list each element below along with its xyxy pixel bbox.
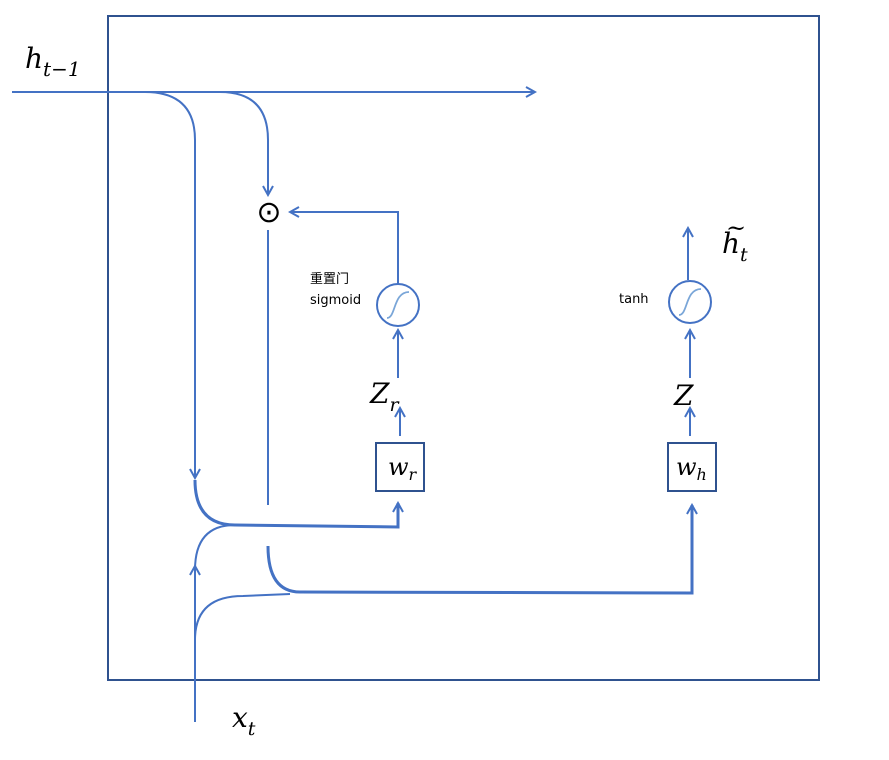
- hadamard-product-symbol: ⊙: [256, 195, 281, 230]
- reset-gate-to-hadamard-line: [290, 212, 399, 287]
- wh-label: wh: [676, 453, 707, 484]
- outer-frame: [107, 15, 820, 681]
- wh-box: [667, 442, 717, 492]
- wr-label: wr: [388, 453, 418, 484]
- x-label: xt: [232, 701, 256, 740]
- h-tilde-label: ht: [722, 227, 748, 266]
- h-prev-label: ht−1: [25, 42, 81, 81]
- tanh-node: [668, 280, 712, 324]
- x-to-wh-curve: [194, 593, 291, 641]
- concat-to-wr-line: [193, 479, 398, 529]
- tanh-curve-icon: [678, 288, 702, 316]
- reset-gate-label: 重置门: [310, 271, 349, 287]
- h-prev-to-hadamard-branch: [219, 91, 268, 195]
- h-tilde-tilde: ~: [726, 214, 746, 242]
- x-to-concat-curve: [194, 524, 236, 571]
- sigmoid-node: [376, 283, 420, 327]
- reset-h-to-wh-line: [266, 505, 692, 595]
- sigmoid-curve-icon: [386, 291, 410, 319]
- h-prev-down-branch: [144, 91, 195, 478]
- wr-box: [375, 442, 425, 492]
- z-label: Z: [673, 379, 694, 412]
- zr-label: Zr: [369, 377, 400, 416]
- tanh-label: tanh: [619, 292, 649, 307]
- sigmoid-label: sigmoid: [310, 293, 361, 308]
